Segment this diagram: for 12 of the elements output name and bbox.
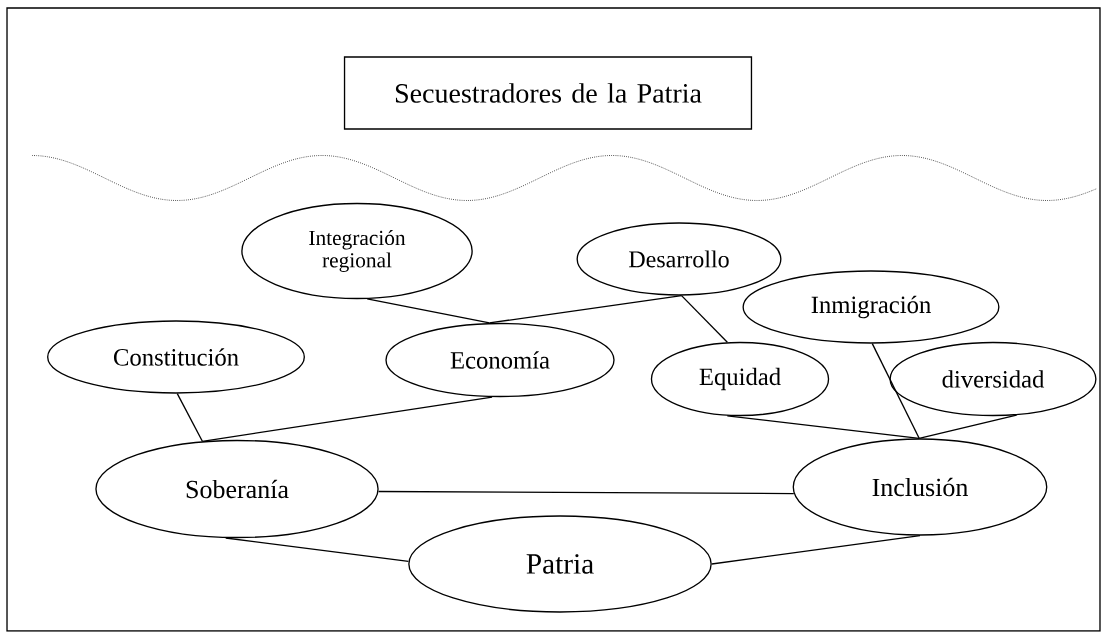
connector-line — [366, 298, 491, 324]
connector-line — [201, 396, 493, 442]
connector-line — [377, 490, 795, 495]
connector-line — [871, 343, 920, 439]
connector-line — [176, 393, 203, 442]
connector-line — [918, 414, 1018, 439]
connector-line — [711, 535, 921, 565]
title-box: Secuestradores de la Patria — [343, 56, 753, 130]
connector-line — [488, 295, 683, 324]
connector-line — [680, 295, 728, 343]
connector-line — [225, 537, 410, 562]
connector-line — [726, 415, 920, 439]
